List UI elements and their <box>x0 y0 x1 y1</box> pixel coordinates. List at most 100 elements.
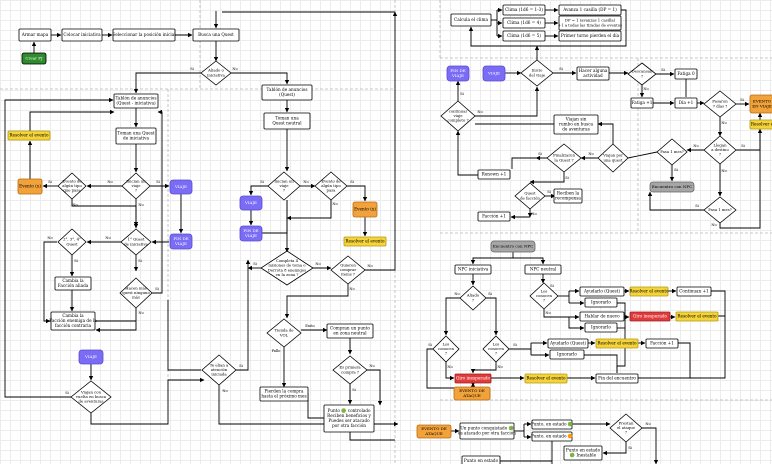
node-ignorarlo-2[interactable]: Ignorarlo <box>584 322 618 333</box>
node-punto-conquistado[interactable]: Un punto conquistado 🟢es atacado por otr… <box>458 422 516 440</box>
node-fatiga-0[interactable]: Fatiga 0 <box>674 68 698 80</box>
decision-d-pasa-1-mes[interactable]: Pasa 1 mes? <box>656 138 688 166</box>
decision-d-aliado-npc[interactable]: Aliado? <box>459 285 487 311</box>
decision-d-pasa-1-mes-2[interactable]: Pasa 1 mes? <box>703 196 737 224</box>
node-giro-inesperado[interactable]: Giro inesperado <box>629 311 671 322</box>
node-resolver-top-r[interactable]: Resolver e <box>749 119 772 130</box>
decision-d-quest-2-3-4[interactable]: 2°, 3°, 4°Quest <box>57 228 87 256</box>
node-seleccionar-posicion[interactable]: Seleccionar la posición inicial <box>112 28 176 42</box>
node-continuan-1[interactable]: Continuan +1 <box>676 286 712 297</box>
node-viaje-l1[interactable]: VIAJE <box>169 179 193 195</box>
node-npc-neutral[interactable]: NPC neutral <box>524 264 562 275</box>
node-resolver-evento-l[interactable]: Resolver el evento <box>7 130 51 141</box>
node-resolver-evento-npc2[interactable]: Resolver el evento <box>675 311 719 322</box>
node-renown-1[interactable]: Renown +1 <box>477 169 511 180</box>
node-dp-1-avanza[interactable]: DP = 1 (avanzas 1 casilla)+1 a todas las… <box>558 15 622 31</box>
node-clima-2[interactable]: Clima (1d6 = 4) <box>502 17 546 29</box>
node-viaje-top[interactable]: VIAJE <box>482 65 506 82</box>
node-ayudarlo-quest[interactable]: Ayudarlo (Quest) <box>579 286 625 297</box>
node-primero-pierden-dia[interactable]: Primer turno pierden el día <box>558 30 622 42</box>
node-ayudarlo-quest-2[interactable]: Ayudarlo (Quest) <box>547 338 589 349</box>
node-resolver-evento-npc4[interactable]: Resolver el evento <box>524 373 568 384</box>
node-evento-r[interactable]: Evento (x) <box>352 201 378 218</box>
node-ignorarlo-1[interactable]: Ignorarlo <box>584 297 618 308</box>
node-dia-plus1[interactable]: Día +1 <box>674 97 698 109</box>
node-punto-estado-2[interactable]: Punto, en estado 🟠 <box>531 431 573 442</box>
node-punto-estado-4[interactable]: Punto en estado <box>461 455 501 464</box>
node-viaje-l2[interactable]: VIAJE <box>78 349 104 365</box>
node-encuentro-npc-top[interactable]: Encuentro con NPC <box>649 181 695 193</box>
node-faccion-plus1[interactable]: Facción +1 <box>477 211 511 222</box>
node-avanza-casilla[interactable]: Avanza 1 casilla (DP = 1) <box>558 4 622 16</box>
node-calcula-clima[interactable]: Calcula el clima <box>450 13 492 27</box>
node-encuentro-npc[interactable]: Encuentro con NPC <box>490 240 536 253</box>
node-clima-1[interactable]: Clima (1d6 = 1-3) <box>502 4 546 16</box>
node-ignorarlo-3[interactable]: Ignorarlo <box>549 349 585 360</box>
edge-label: Si <box>488 292 492 296</box>
edge-label: Si <box>661 68 665 72</box>
node-evento-l[interactable]: Evento (x) <box>17 178 43 195</box>
node-hablar-mueve[interactable]: Hablar de nuevo <box>579 311 625 322</box>
node-giro-inesperado-2[interactable]: Giro inesperado <box>454 373 492 384</box>
node-tablon-anuncios-r[interactable]: Tablón de anuncios(Quest) <box>261 84 313 101</box>
node-resolver-evento-r[interactable]: Resolver el evento <box>343 236 387 247</box>
node-tablon-anuncios-l[interactable]: Tablón de anuncios(Quest - iniciativa) <box>113 93 159 109</box>
node-punto-estado-1[interactable]: Punto, en estado 🟢 <box>531 419 573 430</box>
node-fin-encuentro[interactable]: Fin del encuentro <box>595 373 639 384</box>
node-resolver-evento-npc1[interactable]: Resolver el evento <box>629 286 669 297</box>
node-clima-3[interactable]: Clima (1d6 = 5) <box>502 30 546 42</box>
node-npc-iniciativa[interactable]: NPC iniciativa <box>454 264 492 275</box>
node-colocar-iniciativa[interactable]: Colocar iniciativa <box>61 28 103 42</box>
node-label: viaje <box>278 183 289 188</box>
node-viaje-r[interactable]: VIAJE <box>239 195 263 211</box>
node-crear-pj[interactable]: Crear PJ <box>21 52 47 65</box>
decision-d-descansan[interactable]: Descansan? <box>627 62 657 86</box>
node-faccion-plus1-b[interactable]: Facción +1 <box>645 338 679 349</box>
node-fatiga-plus1[interactable]: Fatiga +1 <box>630 97 654 109</box>
node-armar-mapa[interactable]: Armar mapa <box>18 28 52 42</box>
node-resolver-evento-npc3[interactable]: Resolver el evento <box>595 338 639 349</box>
node-busca-quest[interactable]: Busca una Quest <box>192 28 240 42</box>
node-punto-estado-3[interactable]: Punto en estado🟢 Inestable <box>563 445 603 461</box>
